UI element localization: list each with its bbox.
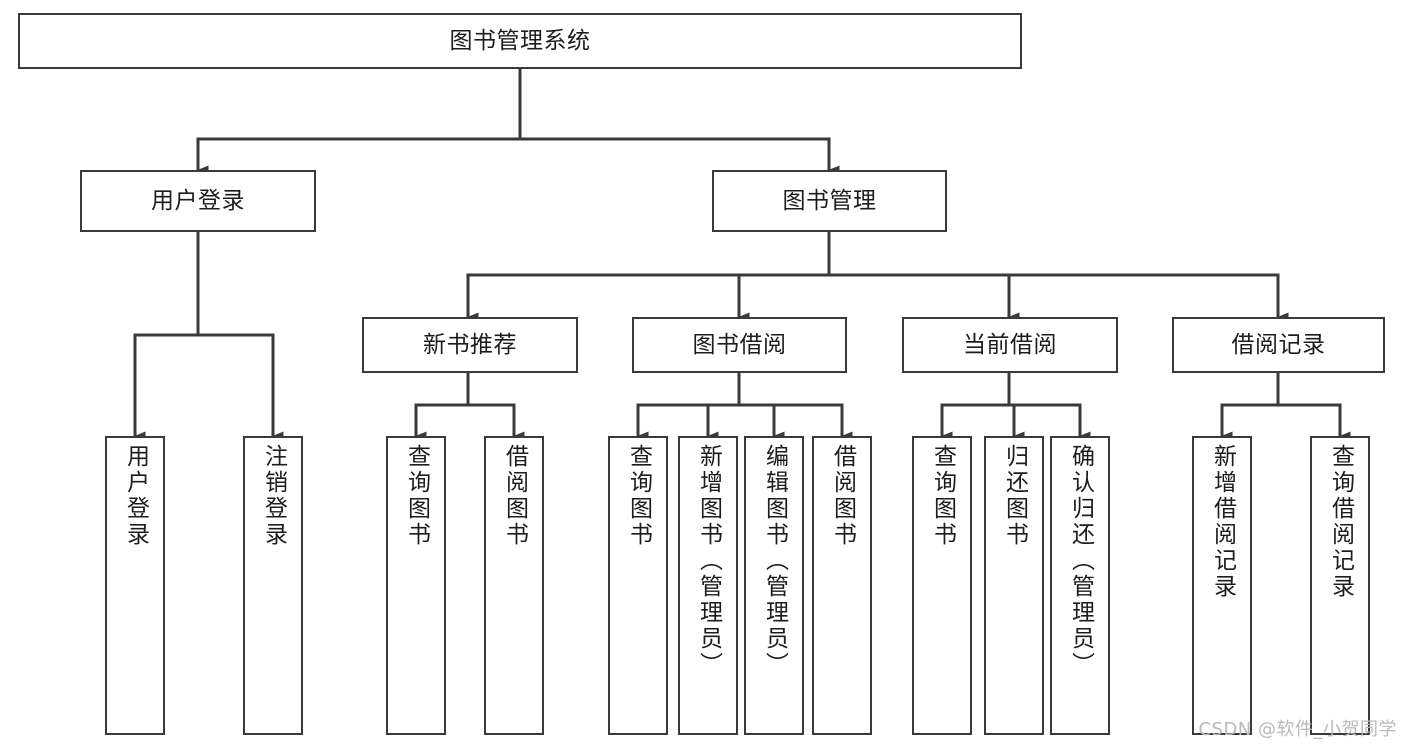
- node-leaf-borrow-book-1[interactable]: 借阅图书: [484, 436, 544, 735]
- node-label: 当前借阅: [963, 331, 1057, 358]
- node-user-login[interactable]: 用户登录: [80, 170, 316, 232]
- node-leaf-return-book[interactable]: 归还图书: [984, 436, 1044, 735]
- node-leaf-logout-login[interactable]: 注销登录: [243, 436, 303, 735]
- node-label: 图书借阅: [692, 331, 787, 358]
- node-label: 查询借阅记录: [1327, 444, 1354, 600]
- node-label: 用户登录: [151, 187, 245, 214]
- node-label: 新增借阅记录: [1209, 444, 1236, 600]
- node-leaf-add-book[interactable]: 新增图书（管理员）: [678, 436, 738, 735]
- node-label: 借阅图书: [829, 444, 856, 548]
- node-leaf-query-book-2[interactable]: 查询图书: [608, 436, 668, 735]
- node-label: 新书推荐: [423, 331, 517, 358]
- node-label: 图书管理系统: [449, 27, 591, 54]
- node-label: 编辑图书（管理员）: [761, 444, 788, 678]
- node-new-book-recommend[interactable]: 新书推荐: [362, 317, 578, 373]
- node-leaf-query-record[interactable]: 查询借阅记录: [1310, 436, 1370, 735]
- node-leaf-query-book-1[interactable]: 查询图书: [386, 436, 446, 735]
- node-label: 归还图书: [1001, 444, 1028, 548]
- node-label: 借阅图书: [501, 444, 528, 548]
- node-root-system[interactable]: 图书管理系统: [18, 13, 1022, 69]
- node-label: 图书管理: [782, 187, 877, 214]
- node-borrow-record[interactable]: 借阅记录: [1172, 317, 1385, 373]
- node-book-manage[interactable]: 图书管理: [712, 170, 947, 232]
- node-label: 新增图书（管理员）: [695, 444, 722, 678]
- node-book-borrow[interactable]: 图书借阅: [632, 317, 847, 373]
- node-label: 查询图书: [403, 444, 430, 548]
- node-label: 确认归还（管理员）: [1067, 444, 1094, 678]
- node-label: 注销登录: [260, 444, 287, 548]
- node-label: 借阅记录: [1231, 331, 1326, 358]
- node-leaf-user-login[interactable]: 用户登录: [105, 436, 165, 735]
- node-leaf-add-record[interactable]: 新增借阅记录: [1192, 436, 1252, 735]
- node-current-borrow[interactable]: 当前借阅: [902, 317, 1118, 373]
- watermark-text: CSDN @软件_小贺同学: [1198, 719, 1397, 740]
- node-leaf-borrow-book-2[interactable]: 借阅图书: [812, 436, 872, 735]
- node-label: 查询图书: [625, 444, 652, 548]
- node-leaf-confirm-return[interactable]: 确认归还（管理员）: [1050, 436, 1110, 735]
- node-leaf-query-book-3[interactable]: 查询图书: [912, 436, 972, 735]
- node-label: 查询图书: [929, 444, 956, 548]
- node-label: 用户登录: [122, 444, 149, 548]
- node-leaf-edit-book[interactable]: 编辑图书（管理员）: [744, 436, 804, 735]
